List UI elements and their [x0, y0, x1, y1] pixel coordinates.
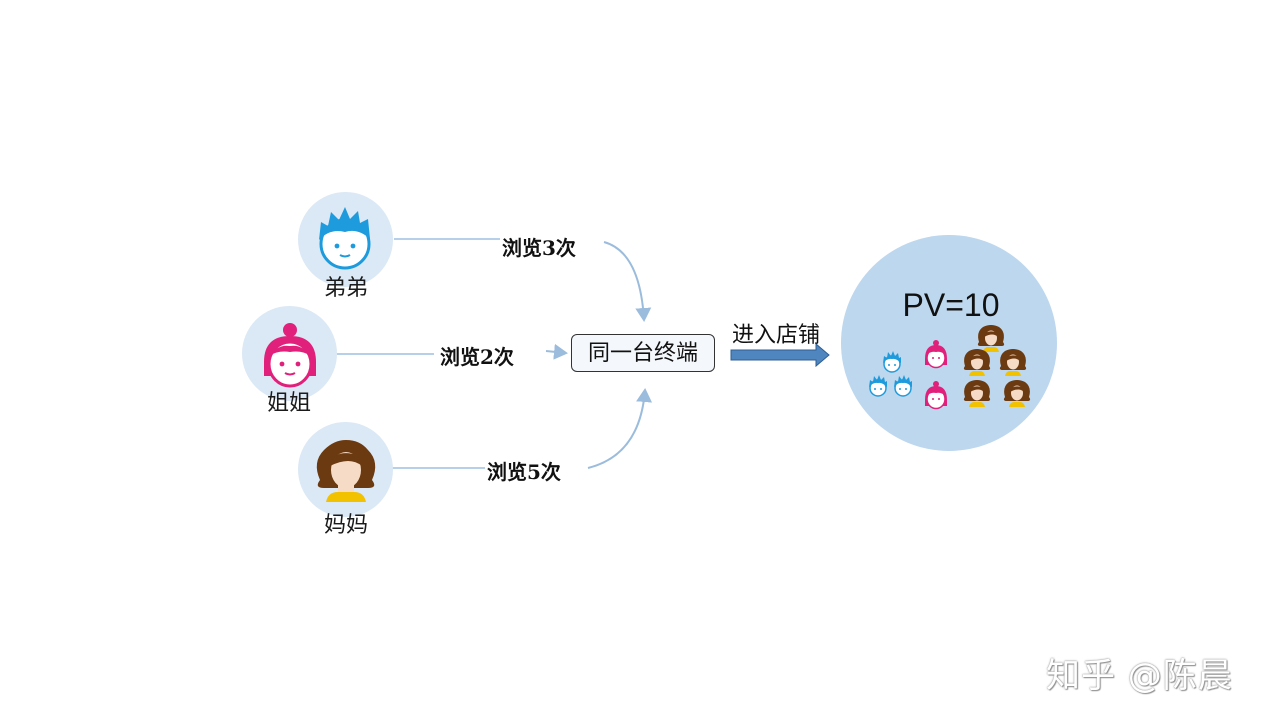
connector-mother-curve — [587, 388, 653, 469]
enter-arrow — [730, 342, 830, 368]
device-box: 同一台终端 — [571, 334, 715, 372]
sister-icon — [264, 323, 316, 388]
person-label-mother: 妈妈 — [323, 513, 368, 538]
sister-icon — [924, 380, 948, 410]
watermark: 知乎 @陈晨 — [1046, 656, 1233, 696]
connector-sister-arrow — [545, 343, 568, 360]
mother-icon — [316, 440, 376, 502]
pv-label: PV=10 — [902, 287, 1000, 323]
avatar-mother — [298, 422, 393, 517]
views-label-mother: 浏览5次 — [485, 456, 563, 485]
brother-icon — [882, 350, 902, 373]
views-label-sister: 浏览2次 — [438, 341, 516, 370]
avatar-brother — [298, 192, 393, 287]
enter-store-label: 进入店铺 — [732, 323, 821, 348]
person-label-brother: 弟弟 — [323, 276, 368, 301]
mother-icon — [963, 380, 991, 407]
brother-icon — [893, 374, 913, 397]
sister-icon — [924, 339, 948, 369]
mother-icon — [963, 349, 991, 376]
brother-icon — [868, 374, 888, 397]
mother-icon — [977, 325, 1005, 352]
mother-icon — [999, 349, 1027, 376]
connector-brother-curve — [603, 241, 652, 322]
person-label-sister: 姐姐 — [266, 391, 311, 416]
result-circle: PV=10 — [841, 235, 1057, 451]
views-label-brother: 浏览3次 — [500, 232, 578, 261]
avatar-sister — [242, 306, 337, 401]
result-faces — [868, 325, 1031, 410]
brother-icon — [319, 207, 371, 270]
mother-icon — [1003, 380, 1031, 407]
